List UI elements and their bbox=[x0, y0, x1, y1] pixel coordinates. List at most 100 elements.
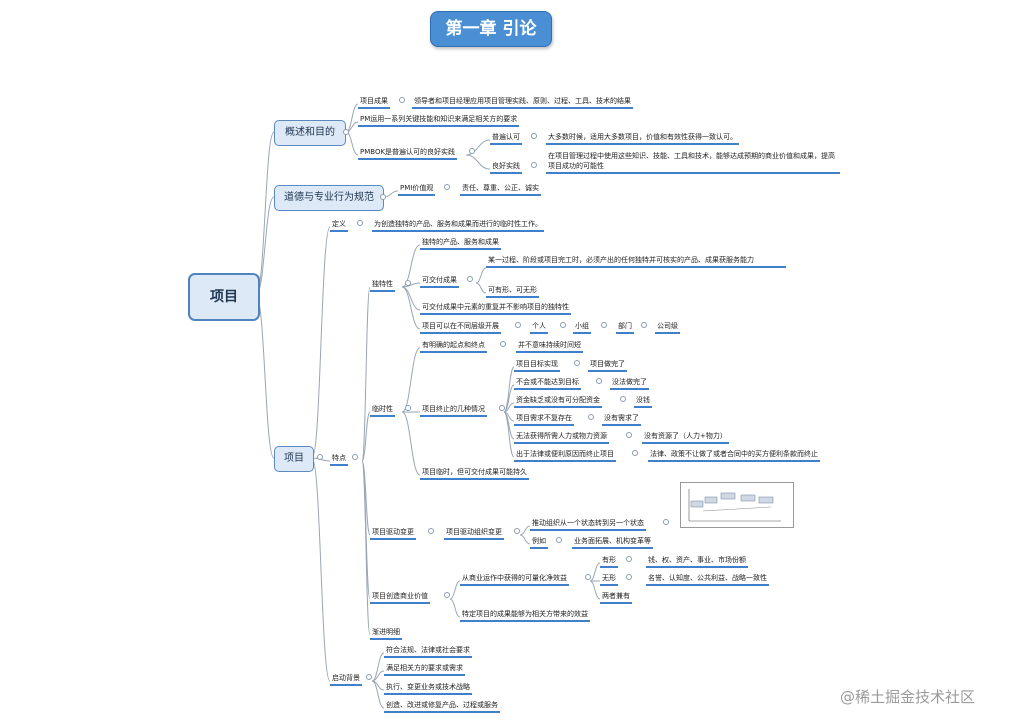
collapse-toggle[interactable] bbox=[560, 322, 566, 328]
case-item[interactable]: 项目目标实现 bbox=[514, 359, 560, 372]
case-result[interactable]: 没钱 bbox=[634, 395, 652, 408]
topic-common[interactable]: 普遍认可 bbox=[490, 132, 522, 145]
collapse-toggle[interactable] bbox=[588, 414, 594, 420]
topic-change[interactable]: 项目驱动变更 bbox=[370, 527, 416, 540]
collapse-toggle[interactable] bbox=[405, 405, 411, 411]
topic-definition-text[interactable]: 为创造独特的产品、服务和成果而进行的临时性工作。 bbox=[372, 219, 544, 232]
topic-levels[interactable]: 项目可以在不同层级开展 bbox=[420, 321, 501, 334]
case-result[interactable]: 项目做完了 bbox=[588, 359, 627, 372]
collapse-toggle[interactable] bbox=[620, 396, 626, 402]
level-item[interactable]: 部门 bbox=[616, 321, 634, 334]
collapse-toggle[interactable] bbox=[574, 360, 580, 366]
collapse-toggle[interactable] bbox=[467, 276, 473, 282]
topic-outcome-text[interactable]: 领导者和项目经理应用项目管理实践、原则、过程、工具、技术的结果 bbox=[412, 96, 633, 109]
collapse-toggle[interactable] bbox=[405, 280, 411, 286]
collapse-toggle[interactable] bbox=[514, 528, 520, 534]
level-item[interactable]: 公司级 bbox=[655, 321, 680, 334]
topic-tangible-value[interactable]: 有形 bbox=[600, 555, 618, 568]
case-result[interactable]: 没有需求了 bbox=[602, 413, 641, 426]
topic-definition[interactable]: 定义 bbox=[330, 219, 348, 232]
topic-example-text[interactable]: 业务面拓展、机构变革等 bbox=[572, 536, 653, 549]
topic-both[interactable]: 两者兼有 bbox=[600, 591, 632, 604]
collapse-toggle[interactable] bbox=[317, 454, 323, 460]
topic-tangible-value-text[interactable]: 钱、权、资产、事业、市场份额 bbox=[646, 555, 748, 568]
case-item[interactable]: 不会或不能达到目标 bbox=[514, 377, 581, 390]
collapse-toggle[interactable] bbox=[380, 194, 386, 200]
topic-change-sub[interactable]: 项目驱动组织变更 bbox=[444, 527, 504, 540]
collapse-toggle[interactable] bbox=[515, 322, 521, 328]
collapse-toggle[interactable] bbox=[357, 220, 363, 226]
topic-pmbok[interactable]: PMBOK是普遍认可的良好实践 bbox=[358, 147, 458, 160]
topic-context[interactable]: 启动背景 bbox=[330, 673, 362, 686]
topic-deliverable[interactable]: 可交付成果 bbox=[420, 275, 459, 288]
case-item[interactable]: 无法获得所需人力或物力资源 bbox=[514, 431, 609, 444]
collapse-toggle[interactable] bbox=[469, 148, 475, 154]
case-item[interactable]: 出于法律或便利原因而终止项目 bbox=[514, 449, 616, 462]
collapse-toggle[interactable] bbox=[428, 528, 434, 534]
topic-state[interactable]: 推动组织从一个状态转到另一个状态 bbox=[530, 518, 646, 531]
topic-features[interactable]: 特点 bbox=[330, 453, 348, 466]
topic-example[interactable]: 例如 bbox=[530, 536, 548, 549]
case-result[interactable]: 没法做完了 bbox=[610, 377, 649, 390]
topic-deliverable-text[interactable]: 某一过程、阶段或项目完工时，必须产出的任何独特并可核实的产品、成果获服务能力 bbox=[486, 255, 786, 268]
connector bbox=[255, 294, 275, 459]
topic-business-value[interactable]: 项目创造商业价值 bbox=[370, 591, 430, 604]
context-item[interactable]: 符合法规、法律或社会要求 bbox=[384, 645, 472, 658]
topic-not-short[interactable]: 并不意味持续时间短 bbox=[516, 340, 583, 353]
topic-progressive[interactable]: 渐进明细 bbox=[370, 627, 402, 640]
context-item[interactable]: 创造、改进或修复产品、过程或服务 bbox=[384, 700, 500, 713]
topic-tangible[interactable]: 可有形、可无形 bbox=[486, 285, 539, 298]
topic-common-text[interactable]: 大多数时候，适用大多数项目，价值和有效性获得一致认可。 bbox=[546, 132, 739, 145]
collapse-toggle[interactable] bbox=[499, 405, 505, 411]
topic-outcome[interactable]: 项目成果 bbox=[358, 96, 390, 109]
topic-good-text[interactable]: 在项目管理过程中使用这些知识、技能、工具和技术，能够达成预期的商业价值和成果，提… bbox=[546, 151, 840, 174]
level-item[interactable]: 个人 bbox=[530, 321, 548, 334]
collapse-toggle[interactable] bbox=[632, 450, 638, 456]
collapse-toggle[interactable] bbox=[444, 184, 450, 190]
case-result[interactable]: 法律、政策不让做了或者合同中的买方便利条款而终止 bbox=[648, 449, 820, 462]
collapse-toggle[interactable] bbox=[596, 378, 602, 384]
topic-uniqueness[interactable]: 独特性 bbox=[370, 279, 395, 292]
topic-unique-products[interactable]: 独特的产品、服务和成果 bbox=[420, 237, 501, 250]
collapse-toggle[interactable] bbox=[531, 162, 537, 168]
context-item[interactable]: 满足相关方的要求或需求 bbox=[384, 663, 465, 676]
root-node[interactable]: 项目 bbox=[188, 273, 260, 321]
collapse-toggle[interactable] bbox=[626, 432, 632, 438]
collapse-toggle[interactable] bbox=[626, 556, 632, 562]
context-item[interactable]: 执行、变更业务或技术战略 bbox=[384, 682, 472, 695]
topic-good[interactable]: 良好实践 bbox=[490, 161, 522, 174]
topic-intangible-value[interactable]: 无形 bbox=[600, 573, 618, 586]
collapse-toggle[interactable] bbox=[601, 322, 607, 328]
collapse-toggle[interactable] bbox=[641, 322, 647, 328]
node-overview[interactable]: 概述和目的 bbox=[274, 120, 346, 146]
case-result[interactable]: 没有资源了（人力+物力） bbox=[642, 431, 729, 444]
case-item[interactable]: 项目需求不复存在 bbox=[514, 413, 574, 426]
collapse-toggle[interactable] bbox=[556, 537, 562, 543]
topic-net-benefit[interactable]: 从商业运作中获得的可量化净效益 bbox=[460, 573, 569, 586]
collapse-toggle[interactable] bbox=[663, 519, 669, 525]
collapse-toggle[interactable] bbox=[352, 454, 358, 460]
topic-lasting[interactable]: 项目临时，但可交付成果可能持久 bbox=[420, 467, 529, 480]
topic-temporary[interactable]: 临时性 bbox=[370, 404, 395, 417]
connector bbox=[311, 457, 331, 682]
topic-pmi-values[interactable]: PMI价值观 bbox=[398, 183, 436, 196]
collapse-toggle[interactable] bbox=[399, 97, 405, 103]
topic-pm-skills[interactable]: PM运用一系列关键技能和知识来满足相关方的要求 bbox=[358, 114, 520, 127]
collapse-toggle[interactable] bbox=[531, 133, 537, 139]
collapse-toggle[interactable] bbox=[444, 592, 450, 598]
topic-repeat[interactable]: 可交付成果中元素的重复并不影响项目的独特性 bbox=[420, 302, 571, 315]
topic-intangible-value-text[interactable]: 名誉、认知度、公共利益、战略一致性 bbox=[646, 573, 769, 586]
topic-values-text[interactable]: 责任、尊重、公正、诚实 bbox=[460, 183, 541, 196]
topic-start-end[interactable]: 有明确的起点和终点 bbox=[420, 340, 487, 353]
collapse-toggle[interactable] bbox=[585, 574, 591, 580]
topic-termination[interactable]: 项目终止的几种情况 bbox=[420, 404, 487, 417]
case-item[interactable]: 资金缺乏或没有可分配资金 bbox=[514, 395, 602, 408]
collapse-toggle[interactable] bbox=[343, 129, 349, 135]
collapse-toggle[interactable] bbox=[366, 674, 372, 680]
topic-stakeholder-benefit[interactable]: 特定项目的成果能够为相关方带来的效益 bbox=[460, 609, 590, 622]
node-ethics[interactable]: 道德与专业行为规范 bbox=[274, 185, 384, 211]
node-project[interactable]: 项目 bbox=[274, 446, 314, 472]
collapse-toggle[interactable] bbox=[626, 574, 632, 580]
collapse-toggle[interactable] bbox=[500, 341, 506, 347]
level-item[interactable]: 小组 bbox=[573, 321, 591, 334]
